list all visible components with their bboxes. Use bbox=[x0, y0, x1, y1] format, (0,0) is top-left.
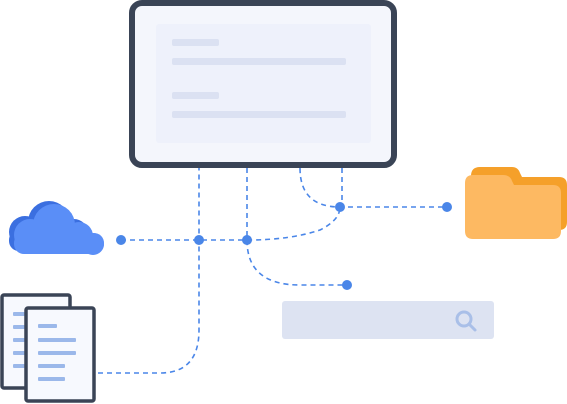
folder-icon bbox=[465, 167, 567, 239]
connector-monitor-to-folder bbox=[299, 167, 447, 208]
connector-cloud-to-monitor bbox=[121, 206, 341, 241]
document-front-lines bbox=[38, 324, 76, 381]
cloud-icon bbox=[9, 201, 104, 255]
connector-dots bbox=[116, 202, 452, 290]
connector-lines bbox=[98, 167, 447, 374]
connector-dot bbox=[342, 280, 352, 290]
documents-icon bbox=[0, 293, 96, 403]
folder-front bbox=[465, 175, 561, 239]
connector-search-to-monitor bbox=[246, 168, 347, 286]
monitor-icon bbox=[129, 0, 397, 168]
placeholder-heading-1 bbox=[172, 39, 219, 46]
search-bar bbox=[282, 301, 494, 339]
connector-documents-to-monitor bbox=[98, 168, 200, 374]
connector-dot bbox=[442, 202, 452, 212]
connector-dot bbox=[335, 202, 345, 212]
search-icon bbox=[455, 310, 477, 332]
document-back-lines bbox=[13, 312, 25, 368]
cloud-front bbox=[14, 204, 104, 255]
placeholder-line-2 bbox=[172, 111, 346, 118]
placeholder-line-1 bbox=[172, 58, 346, 65]
placeholder-heading-2 bbox=[172, 92, 219, 99]
search-input bbox=[282, 301, 494, 339]
connector-dot bbox=[194, 235, 204, 245]
connector-dot bbox=[116, 235, 126, 245]
connector-dot bbox=[242, 235, 252, 245]
